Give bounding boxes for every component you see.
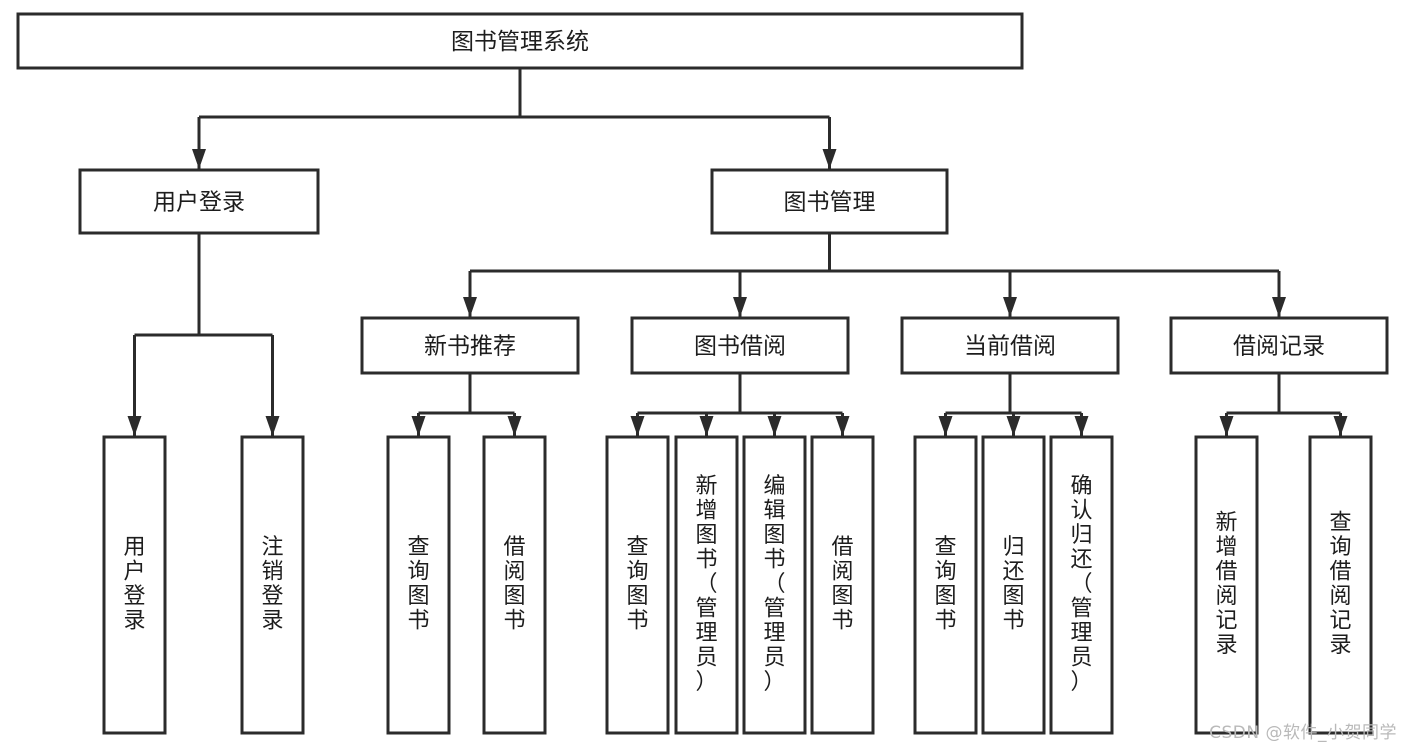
node-label-borrow-record: 借阅记录 xyxy=(1233,334,1325,360)
node-box-cb-query-book[interactable] xyxy=(913,435,978,735)
node-box-bb-add-book[interactable] xyxy=(674,435,739,735)
node-bb-borrow-book[interactable]: 借阅图书 xyxy=(810,435,875,735)
node-label-cb-query-book: 查询图书 xyxy=(934,535,956,634)
node-user-login[interactable]: 用户登录 xyxy=(78,168,320,235)
node-box-nbr-borrow-book[interactable] xyxy=(482,435,547,735)
node-current-borrow[interactable]: 当前借阅 xyxy=(900,316,1120,375)
node-label-cb-confirm-return: 确认归还（管理员） xyxy=(1070,474,1092,695)
node-box-br-query-record[interactable] xyxy=(1308,435,1373,735)
arrow-head-icon xyxy=(630,416,645,436)
arrow-head-icon xyxy=(835,416,850,436)
node-box-root[interactable] xyxy=(16,12,1024,70)
node-root[interactable]: 图书管理系统 xyxy=(16,12,1024,70)
arrow-head-icon xyxy=(507,416,522,436)
node-label-book-manage: 图书管理 xyxy=(784,190,876,216)
node-new-book-recommend[interactable]: 新书推荐 xyxy=(360,316,580,375)
arrow-head-icon xyxy=(767,416,782,436)
arrow-head-icon xyxy=(127,416,142,436)
node-label-nbr-query-book: 查询图书 xyxy=(407,535,429,634)
node-box-book-manage[interactable] xyxy=(710,168,949,235)
node-box-user-login[interactable] xyxy=(78,168,320,235)
node-borrow-record[interactable]: 借阅记录 xyxy=(1169,316,1389,375)
node-box-bb-borrow-book[interactable] xyxy=(810,435,875,735)
node-box-user-login-do[interactable] xyxy=(102,435,167,735)
node-bb-query-book[interactable]: 查询图书 xyxy=(605,435,670,735)
node-box-user-logout[interactable] xyxy=(240,435,305,735)
node-bb-add-book[interactable]: 新增图书（管理员） xyxy=(674,435,739,735)
node-layer: 图书管理系统用户登录图书管理用户登录注销登录新书推荐查询图书借阅图书图书借阅查询… xyxy=(16,12,1389,735)
node-book-manage[interactable]: 图书管理 xyxy=(710,168,949,235)
node-label-br-query-record: 查询借阅记录 xyxy=(1329,511,1351,659)
arrow-head-icon xyxy=(1003,297,1017,317)
node-box-current-borrow[interactable] xyxy=(900,316,1120,375)
node-book-borrow[interactable]: 图书借阅 xyxy=(630,316,850,375)
node-user-logout[interactable]: 注销登录 xyxy=(240,435,305,735)
node-label-bb-edit-book: 编辑图书（管理员） xyxy=(763,474,785,695)
node-user-login-do[interactable]: 用户登录 xyxy=(102,435,167,735)
node-nbr-query-book[interactable]: 查询图书 xyxy=(386,435,451,735)
arrow-head-icon xyxy=(938,416,953,436)
node-label-user-login-do: 用户登录 xyxy=(123,535,145,634)
connector-layer xyxy=(127,68,1348,436)
node-label-book-borrow: 图书借阅 xyxy=(694,334,786,360)
node-box-borrow-record[interactable] xyxy=(1169,316,1389,375)
node-cb-return-book[interactable]: 归还图书 xyxy=(981,435,1046,735)
arrow-head-icon xyxy=(699,416,714,436)
node-box-nbr-query-book[interactable] xyxy=(386,435,451,735)
node-box-bb-query-book[interactable] xyxy=(605,435,670,735)
node-cb-query-book[interactable]: 查询图书 xyxy=(913,435,978,735)
node-label-current-borrow: 当前借阅 xyxy=(964,334,1056,360)
node-box-br-add-record[interactable] xyxy=(1194,435,1259,735)
node-nbr-borrow-book[interactable]: 借阅图书 xyxy=(482,435,547,735)
arrow-head-icon xyxy=(411,416,426,436)
node-box-bb-edit-book[interactable] xyxy=(742,435,807,735)
node-box-book-borrow[interactable] xyxy=(630,316,850,375)
node-br-query-record[interactable]: 查询借阅记录 xyxy=(1308,435,1373,735)
node-label-bb-borrow-book: 借阅图书 xyxy=(831,535,853,634)
arrow-head-icon xyxy=(1074,416,1089,436)
node-box-cb-return-book[interactable] xyxy=(981,435,1046,735)
node-label-user-logout: 注销登录 xyxy=(261,535,283,634)
node-br-add-record[interactable]: 新增借阅记录 xyxy=(1194,435,1259,735)
node-label-new-book-recommend: 新书推荐 xyxy=(424,334,516,360)
node-label-user-login: 用户登录 xyxy=(153,190,245,216)
node-bb-edit-book[interactable]: 编辑图书（管理员） xyxy=(742,435,807,735)
node-label-bb-query-book: 查询图书 xyxy=(626,535,648,634)
arrow-head-icon xyxy=(1333,416,1348,436)
node-label-root: 图书管理系统 xyxy=(451,29,589,55)
arrow-head-icon xyxy=(1006,416,1021,436)
arrow-head-icon xyxy=(1219,416,1234,436)
node-label-cb-return-book: 归还图书 xyxy=(1002,535,1024,634)
arrow-head-icon xyxy=(1272,297,1286,317)
node-label-bb-add-book: 新增图书（管理员） xyxy=(695,474,717,695)
node-label-br-add-record: 新增借阅记录 xyxy=(1215,511,1237,659)
arrow-head-icon xyxy=(265,416,280,436)
arrow-head-icon xyxy=(192,149,206,169)
node-box-new-book-recommend[interactable] xyxy=(360,316,580,375)
node-cb-confirm-return[interactable]: 确认归还（管理员） xyxy=(1049,435,1114,735)
node-label-nbr-borrow-book: 借阅图书 xyxy=(503,535,525,634)
node-box-cb-confirm-return[interactable] xyxy=(1049,435,1114,735)
arrow-head-icon xyxy=(463,297,477,317)
arrow-head-icon xyxy=(822,149,837,169)
arrow-head-icon xyxy=(733,297,747,317)
